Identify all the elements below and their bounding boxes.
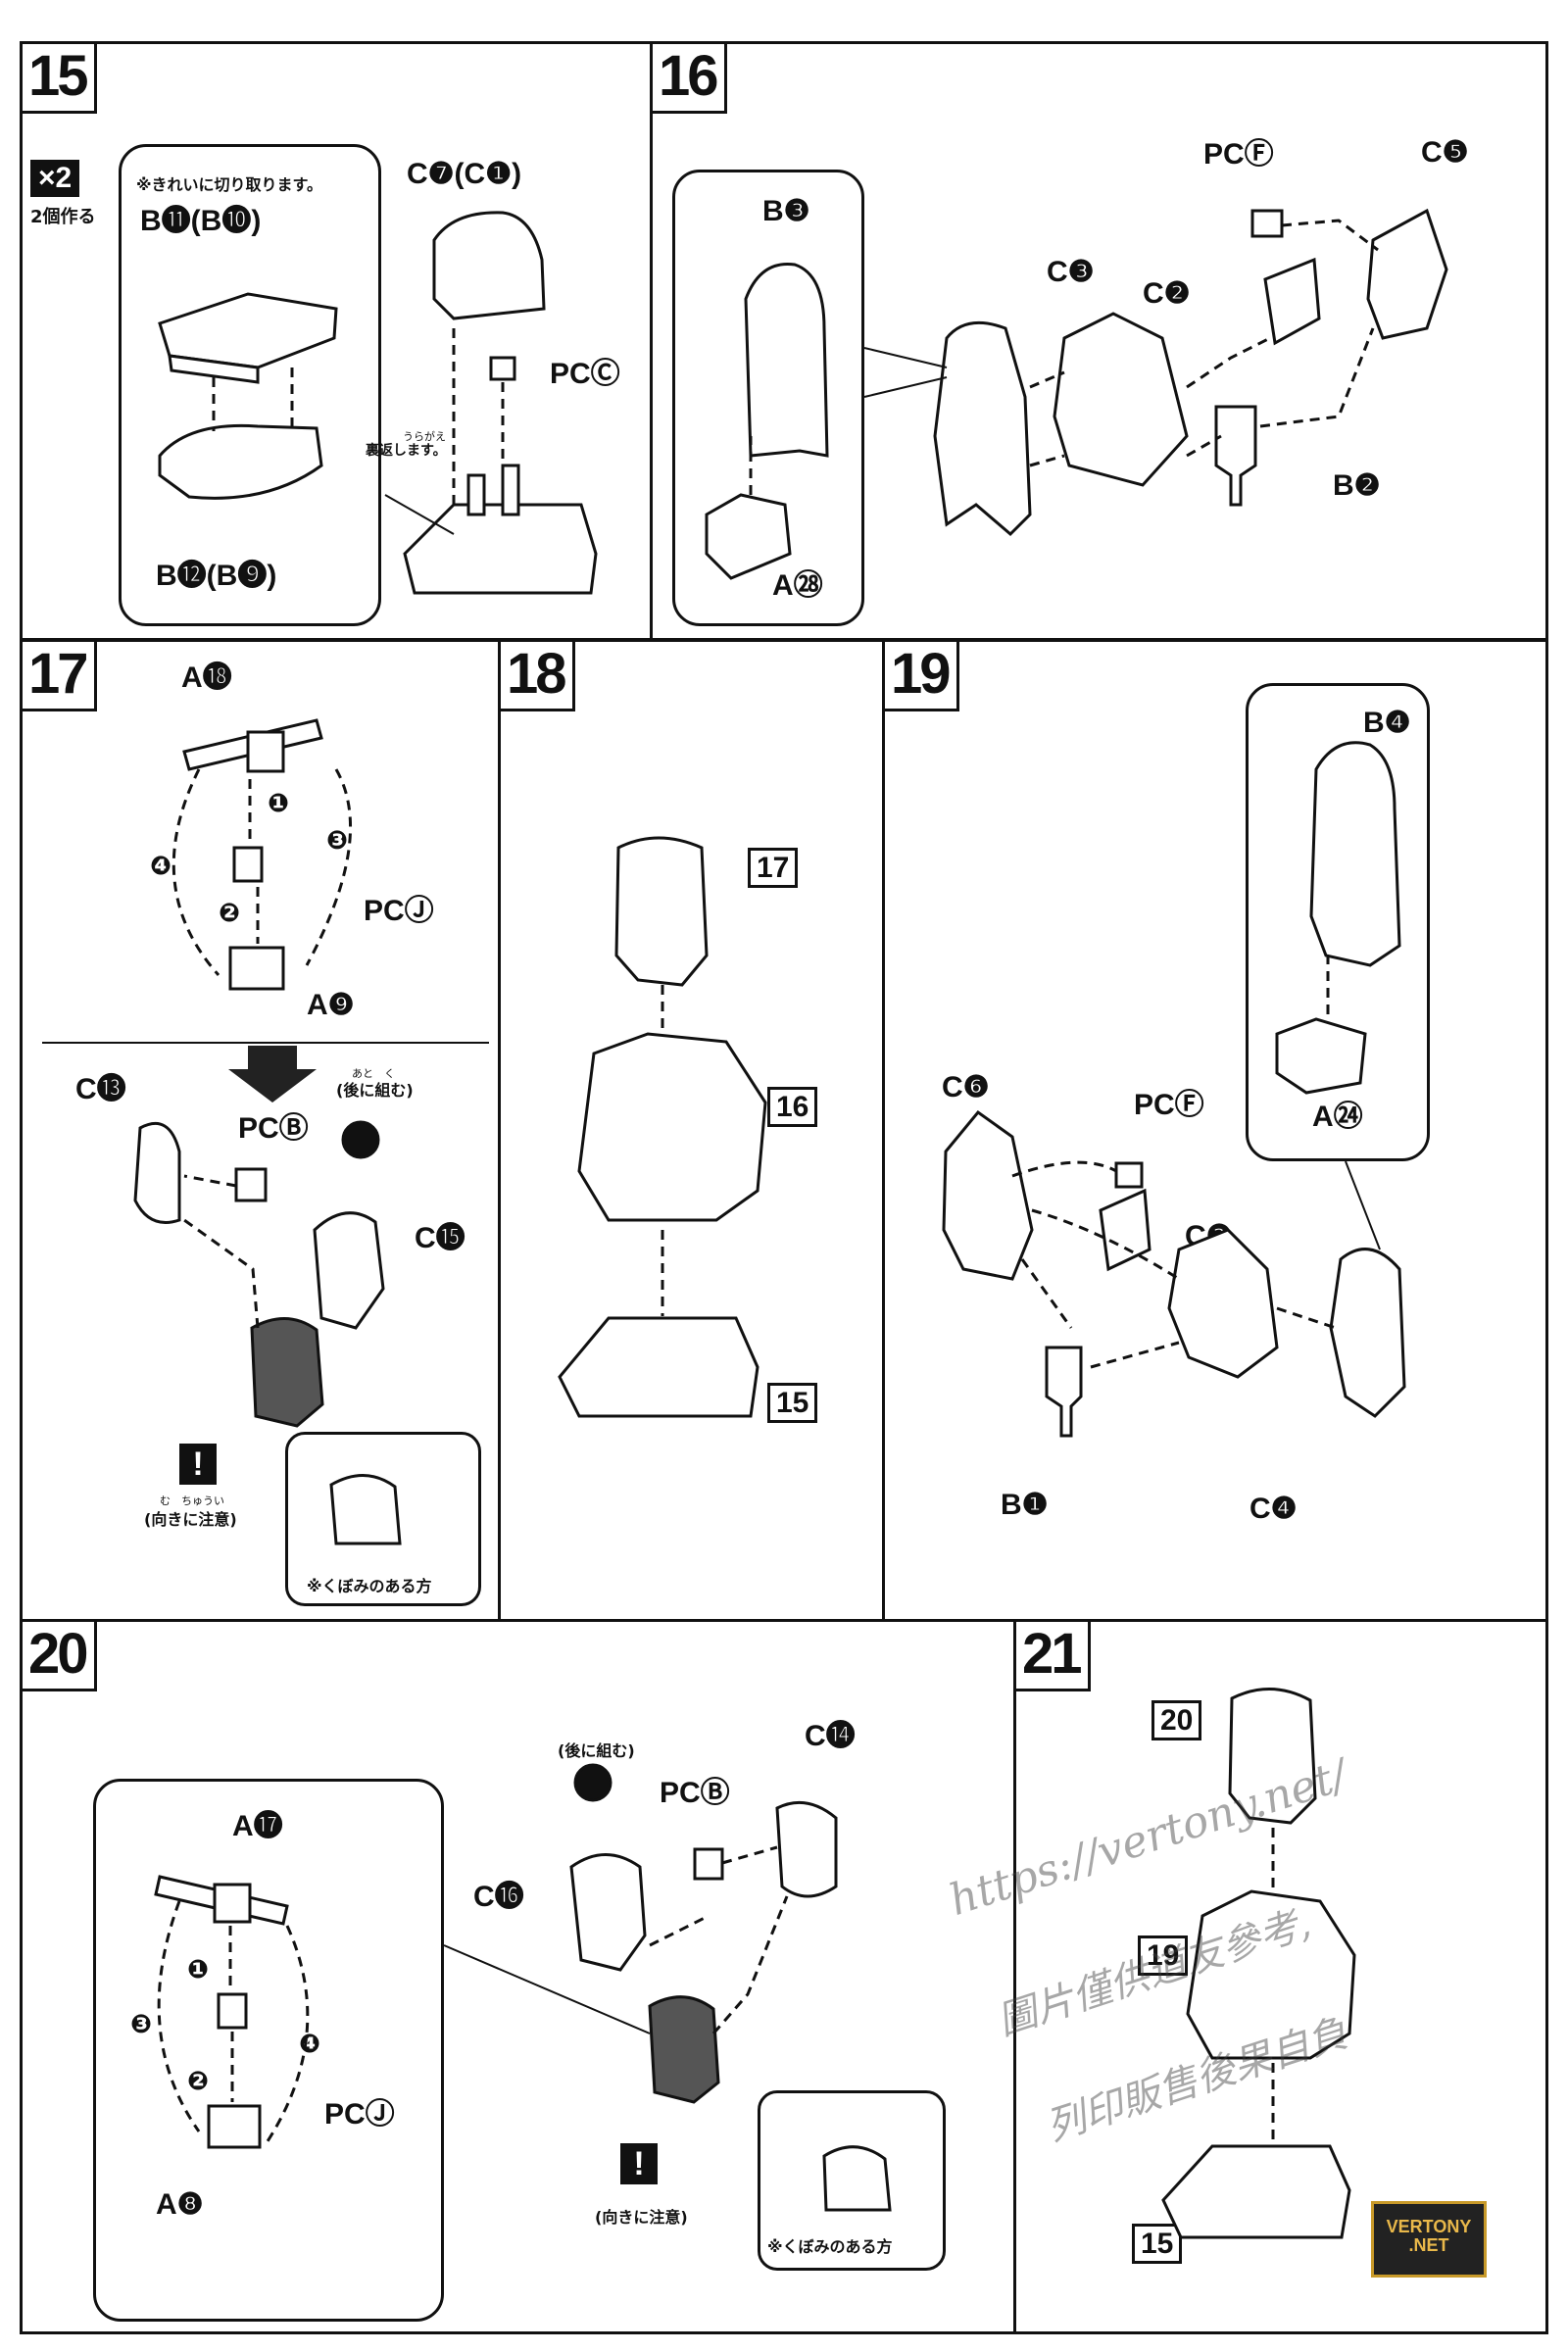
ref-step-20: 20 [1152,1700,1202,1740]
step-15-illustration [158,211,598,595]
step-number: 18 [501,642,575,711]
make-two-label: 2個作る [30,207,96,227]
assemble-later-label: (後に組む) [336,1081,414,1100]
step-20-panel: 20 A⓱ PCⒿ A❽ ❶ ❷ ❸ ❹ (後に組む) C⓮ PCⒷ C⓰ ! … [20,1619,1017,2334]
part-label-b2: B❷ [1333,469,1381,502]
order-1: ❶ [187,1955,210,1984]
assemble-later-ruby: あと く [352,1067,395,1080]
assemble-later-label: (後に組む) [558,1741,635,1760]
part-label-c4: C❹ [1250,1493,1298,1525]
part-label-pcf: PCⒻ [1203,138,1274,171]
part-label-b3: B❸ [762,195,810,227]
part-label-c15: C⓯ [415,1222,466,1254]
step-18-panel: 18 17 16 15 [498,639,887,1622]
order-3: ❸ [326,826,349,856]
step-21-illustration [1161,1688,1356,2239]
part-label-b12: B⓬(B❾) [156,560,277,592]
ref-step-17: 17 [748,848,799,888]
caution-icon: ! [620,2143,658,2184]
step-number: 17 [23,642,97,711]
step-17-panel: 17 A⓲ PCⒿ A❾ ❶ ❷ ❸ ❹ C⓭ PCⒷ C⓯ あと く (後に組… [20,639,503,1622]
step-17-illustration [133,718,402,1545]
part-label-pcj: PCⒿ [364,895,434,927]
part-label-b11: B⓫(B❿) [140,205,262,237]
part-label-pcj: PCⒿ [324,2098,395,2131]
part-label-a28: A㉘ [772,569,823,602]
recess-side-note: ※くぼみのある方 [307,1577,432,1595]
clean-cut-note: ※きれいに切り取ります。 [136,175,322,194]
vertony-logo: VERTONY.NET [1371,2201,1487,2278]
caution-label: (向きに注意) [595,2208,688,2227]
part-label-a18: A⓲ [181,662,232,694]
step-divider [42,1042,489,1044]
part-label-a17: A⓱ [232,1810,283,1842]
part-label-pcc: PCⒸ [550,358,620,390]
part-label-c2: C❷ [1143,277,1191,310]
part-label-pcb: PCⒷ [238,1112,309,1145]
logo-line2: .NET [1408,2234,1449,2255]
ref-step-15: 15 [1132,2224,1183,2264]
order-2: ❷ [187,2067,210,2096]
caution-label: (向きに注意) [144,1510,237,1529]
ref-step-19: 19 [1138,1936,1189,1976]
part-label-a9: A❾ [307,989,355,1021]
part-label-c14: C⓮ [805,1720,856,1752]
part-label-c5: C❺ [1421,136,1469,169]
step-18-illustration [558,836,767,1418]
step-number: 15 [23,44,97,114]
part-label-c3: C❸ [1047,256,1095,288]
part-label-b1: B❶ [1001,1489,1049,1521]
step-number: 19 [885,642,959,711]
step-16-illustration [705,208,1448,580]
part-label-pcb: PCⒷ [660,1777,730,1809]
step-15-panel: 15 ×2 2個作る ※きれいに切り取ります。 B⓫(B❿) B⓬(B❾) C❼… [20,41,653,641]
reverse-ruby: うらがえ [403,430,446,443]
caution-icon: ! [179,1444,217,1485]
step-19-illustration [942,741,1406,1438]
recess-side-note: ※くぼみのある方 [767,2237,893,2256]
step-16-panel: 16 B❸ A㉘ C❸ C❷ PCⒻ C❺ B❷ [650,41,1548,641]
part-label-c7: C❼(C❶) [407,158,522,190]
step-number: 16 [653,44,727,114]
ref-step-16: 16 [767,1087,818,1127]
part-label-pcf: PCⒻ [1134,1089,1204,1121]
subassembly-callout [93,1779,444,2322]
subassembly-callout [119,144,381,626]
ref-step-15: 15 [767,1383,818,1423]
step-20-illustration [154,1763,892,2212]
step-number: 21 [1016,1622,1091,1691]
part-label-c16: C⓰ [473,1881,524,1913]
order-2: ❷ [219,899,241,928]
reverse-note: 裏返します。 [366,443,447,459]
part-label-b4: B❹ [1363,707,1411,739]
order-3: ❸ [130,2010,153,2039]
part-label-c13: C⓭ [75,1073,126,1105]
logo-line1: VERTONY [1386,2217,1472,2236]
caution-ruby: む ちゅうい [160,1494,224,1507]
order-4: ❹ [299,2030,321,2059]
part-label-c6: C❻ [942,1071,990,1103]
order-4: ❹ [150,852,172,881]
step-number: 20 [23,1622,97,1691]
order-1: ❶ [268,789,290,818]
part-label-a8: A❽ [156,2188,204,2221]
part-label-a24: A㉔ [1312,1101,1363,1133]
multiplier-badge: ×2 [30,160,80,197]
step-21-panel: 21 20 19 15 VERTONY.NET [1013,1619,1548,2334]
step-19-panel: 19 B❹ A㉔ C❻ PCⒻ C❷ B❶ C❹ [882,639,1548,1622]
